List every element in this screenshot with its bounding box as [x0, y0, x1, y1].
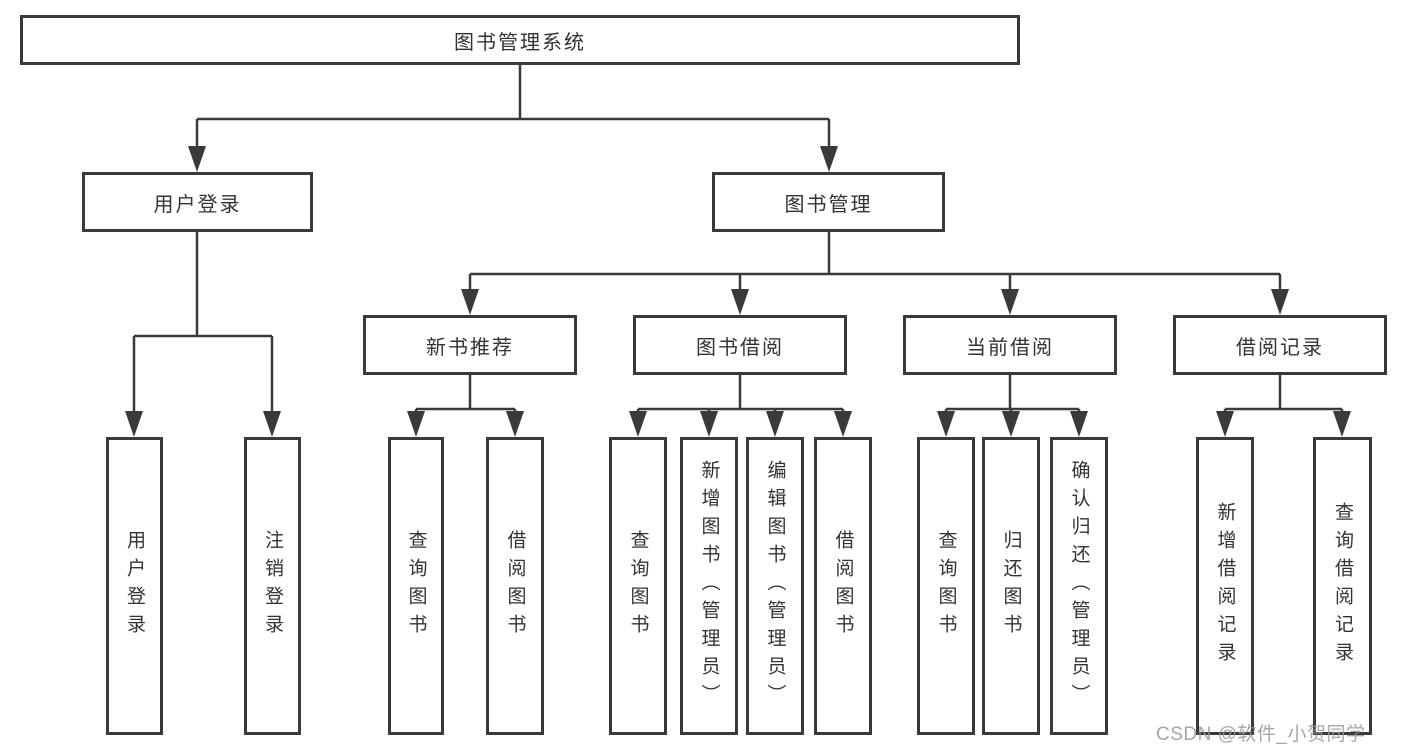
node-leaf-return-books: 归还图书 — [982, 437, 1040, 735]
arrowhead-icon — [766, 411, 784, 437]
node-current-borrow: 当前借阅 — [903, 315, 1117, 375]
arrowhead-icon — [820, 146, 838, 172]
node-leaf-user-login: 用户登录 — [106, 437, 163, 735]
arrowhead-icon — [700, 411, 718, 437]
arrowhead-icon — [1271, 289, 1289, 315]
node-borrow-records: 借阅记录 — [1173, 315, 1387, 375]
leaf-label: 归还图书 — [1000, 530, 1022, 642]
connector-currentborrow-to-leaves — [944, 375, 1081, 414]
arrowhead-icon — [834, 411, 852, 437]
arrowhead-icon — [1001, 289, 1019, 315]
leaf-label: 新增借阅记录 — [1214, 502, 1236, 670]
node-book-borrow: 图书借阅 — [633, 315, 847, 375]
node-leaf-query-books-current: 查询图书 — [917, 437, 975, 735]
leaf-label: 查询图书 — [627, 530, 649, 642]
node-leaf-confirm-return-admin: 确认归还（管理员） — [1050, 437, 1108, 735]
node-leaf-query-borrow-record: 查询借阅记录 — [1313, 437, 1372, 735]
leaf-label: 确认归还（管理员） — [1068, 460, 1090, 712]
connector-bookborrow-to-leaves — [636, 375, 845, 414]
arrowhead-icon — [506, 411, 524, 437]
arrowhead-icon — [629, 411, 647, 437]
leaf-label: 查询借阅记录 — [1332, 502, 1353, 670]
arrowhead-icon — [263, 411, 281, 437]
arrowhead-icon — [1216, 411, 1234, 437]
node-leaf-edit-books-admin: 编辑图书（管理员） — [746, 437, 804, 735]
connector-borrowrecord-to-leaves — [1223, 375, 1344, 414]
node-root-system: 图书管理系统 — [20, 15, 1020, 65]
leaf-label: 借阅图书 — [504, 530, 526, 642]
node-book-management: 图书管理 — [712, 172, 945, 232]
node-leaf-query-books-recommend: 查询图书 — [388, 437, 444, 735]
leaf-label: 编辑图书（管理员） — [764, 460, 786, 712]
leaf-label: 用户登录 — [124, 530, 145, 642]
node-user-login: 用户登录 — [82, 172, 313, 232]
arrowhead-icon — [407, 411, 425, 437]
node-leaf-borrow-books-recommend: 借阅图书 — [486, 437, 544, 735]
node-new-book-recommend: 新书推荐 — [363, 315, 577, 375]
leaf-label: 查询图书 — [935, 530, 957, 642]
leaf-label: 新增图书（管理员） — [698, 460, 720, 712]
csdn-watermark: CSDN @软件_小贺同学 — [1156, 724, 1366, 745]
node-leaf-query-books-borrow: 查询图书 — [609, 437, 667, 735]
connector-bookmgmt-to-level3 — [468, 232, 1282, 291]
arrowhead-icon — [188, 146, 206, 172]
node-leaf-add-borrow-record: 新增借阅记录 — [1196, 437, 1254, 735]
arrowhead-icon — [1002, 411, 1020, 437]
leaf-label: 注销登录 — [262, 530, 283, 642]
leaf-label: 借阅图书 — [832, 530, 854, 642]
leaf-label: 查询图书 — [405, 530, 427, 642]
node-leaf-add-books-admin: 新增图书（管理员） — [680, 437, 738, 735]
node-leaf-borrow-books: 借阅图书 — [814, 437, 872, 735]
arrowhead-icon — [1333, 411, 1351, 437]
connector-userlogin-to-leaves — [132, 232, 274, 413]
arrowhead-icon — [125, 411, 143, 437]
connector-newbook-to-leaves — [414, 375, 517, 414]
arrowhead-icon — [1070, 411, 1088, 437]
arrowhead-icon — [461, 289, 479, 315]
connector-root-to-level2 — [195, 65, 831, 147]
arrowhead-icon — [937, 411, 955, 437]
arrowhead-icon — [731, 289, 749, 315]
node-leaf-logout-login: 注销登录 — [244, 437, 301, 735]
